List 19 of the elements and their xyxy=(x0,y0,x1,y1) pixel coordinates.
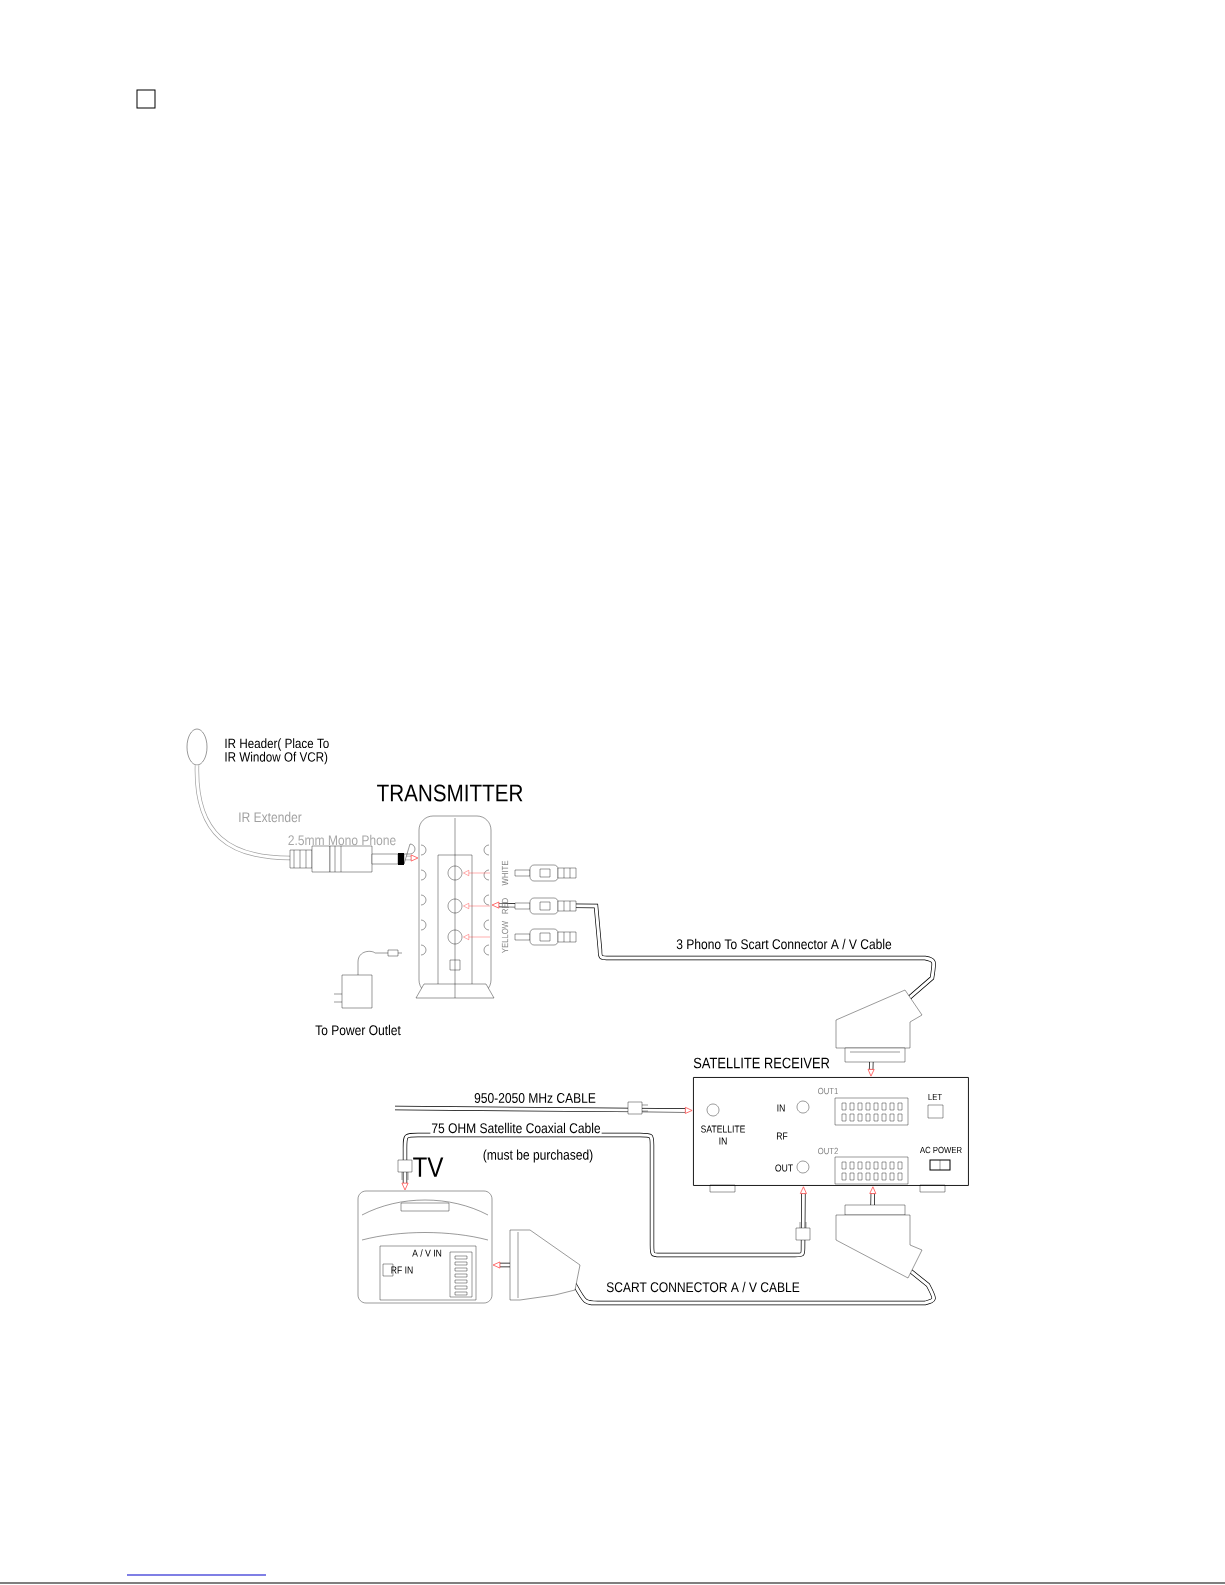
edge-label: 3 Phono To Scart Connector A / V Cable xyxy=(675,937,893,951)
edge-label: 75 OHM Satellite Coaxial Cable xyxy=(430,1121,602,1135)
device-title: SATELLITE RECEIVER xyxy=(693,1057,830,1069)
cable xyxy=(401,1132,807,1258)
edge-label: IR Extender xyxy=(237,810,303,824)
ir-header: IR Header( Place To IR Window Of VCR) xyxy=(186,728,329,766)
part-label: 2.5mm Mono Phone xyxy=(288,834,396,846)
wire-color-label: YELLOW xyxy=(501,920,509,953)
device-title: TRANSMITTER xyxy=(377,784,523,802)
edge-label: 950-2050 MHz CABLE xyxy=(473,1092,597,1104)
device-title: TV xyxy=(413,1157,444,1177)
cable xyxy=(394,1105,693,1114)
node-label: IR Header( Place To IR Window Of VCR) xyxy=(225,738,329,765)
note-text: (must be purchased) xyxy=(483,1149,593,1163)
caption-text: To Power Outlet xyxy=(315,1024,401,1036)
port-label: A / V IN xyxy=(412,1249,442,1257)
edge-label: SCART CONNECTOR A / V CABLE xyxy=(605,1280,801,1294)
wire-color-label: WHITE xyxy=(501,860,509,886)
port-label: RF IN xyxy=(391,1266,413,1274)
